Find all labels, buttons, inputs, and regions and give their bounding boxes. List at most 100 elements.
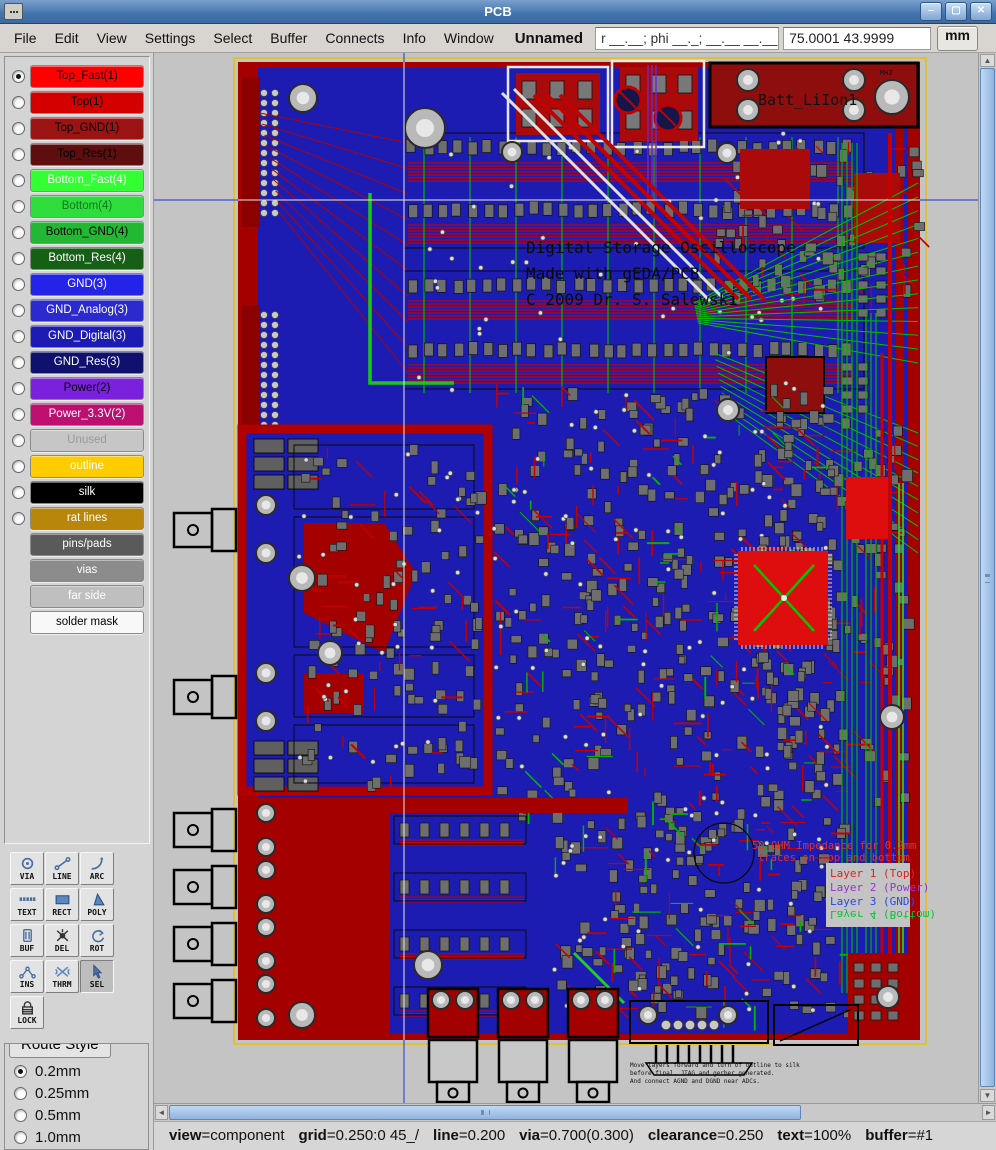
layer-radio[interactable] <box>12 251 25 265</box>
maximize-button[interactable]: ▢ <box>945 2 967 22</box>
tool-button-text[interactable]: TEXT <box>10 888 44 921</box>
layer-button-pins-pads[interactable]: pins/pads <box>30 532 144 556</box>
scroll-left-button[interactable]: ◄ <box>155 1105 168 1120</box>
pcb-shape <box>734 554 738 640</box>
layer-button-top-gnd-1-[interactable]: Top_GND(1) <box>30 116 144 140</box>
layer-button-bottom-gnd-4-[interactable]: Bottom_GND(4) <box>30 220 144 244</box>
layer-button-far-side[interactable]: far side <box>30 584 144 608</box>
route-style-label: 1.0mm <box>35 1128 81 1146</box>
layer-radio[interactable] <box>12 147 25 161</box>
layer-row: pins/pads <box>12 531 144 557</box>
layer-button-gnd-3-[interactable]: GND(3) <box>30 272 144 296</box>
layer-button-unused[interactable]: Unused <box>30 428 144 452</box>
layer-button-silk[interactable]: silk <box>30 480 144 504</box>
pcb-shape <box>718 1005 738 1025</box>
layer-button-power-3-3v-2-[interactable]: Power_3.3V(2) <box>30 402 144 426</box>
layer-radio[interactable] <box>12 199 25 213</box>
tool-button-line[interactable]: LINE <box>45 852 79 885</box>
horizontal-scrollbar[interactable]: ◄ ► <box>154 1103 996 1121</box>
tool-button-sel[interactable]: SEL <box>80 960 114 993</box>
layer-radio[interactable] <box>12 433 25 447</box>
route-style-radio[interactable] <box>14 1130 27 1144</box>
layer-radio[interactable] <box>12 69 25 83</box>
layer-button-solder-mask[interactable]: solder mask <box>30 610 144 634</box>
layer-button-gnd-analog-3-[interactable]: GND_Analog(3) <box>30 298 144 322</box>
menu-window[interactable]: Window <box>443 30 494 47</box>
horizontal-scroll-thumb[interactable] <box>169 1105 801 1120</box>
layer-radio[interactable] <box>12 459 25 473</box>
vertical-scroll-thumb[interactable] <box>980 68 995 1087</box>
scroll-up-button[interactable]: ▲ <box>980 54 995 67</box>
layer-button-bottom-fast-4-[interactable]: Bottom_Fast(4) <box>30 168 144 192</box>
units-button[interactable]: mm <box>937 25 978 51</box>
layer-button-bottom-res-4-[interactable]: Bottom_Res(4) <box>30 246 144 270</box>
pcb-shape <box>447 1087 459 1099</box>
scroll-down-button[interactable]: ▼ <box>980 1089 995 1102</box>
layer-button-top-res-1-[interactable]: Top_Res(1) <box>30 142 144 166</box>
menu-settings[interactable]: Settings <box>144 30 196 47</box>
vertical-scrollbar[interactable]: ▲ ▼ <box>978 53 996 1103</box>
route-style-option[interactable]: 1.0mm <box>14 1126 148 1148</box>
layer-button-outline[interactable]: outline <box>30 454 144 478</box>
close-button[interactable]: ✕ <box>970 2 992 22</box>
pcb-shape <box>654 1045 735 1063</box>
layer-radio[interactable] <box>12 407 25 421</box>
tool-button-del[interactable]: DEL <box>45 924 79 957</box>
tool-button-arc[interactable]: ARC <box>80 852 114 885</box>
tool-button-buf[interactable]: BUF <box>10 924 44 957</box>
tool-button-lock[interactable]: LOCK <box>10 996 44 1029</box>
tool-button-poly[interactable]: POLY <box>80 888 114 921</box>
route-style-button[interactable]: Route Style <box>9 1044 111 1058</box>
route-style-option[interactable]: 0.25mm <box>14 1082 148 1104</box>
route-style-radio[interactable] <box>14 1086 27 1100</box>
layer-radio[interactable] <box>12 329 25 343</box>
layer-radio[interactable] <box>12 121 25 135</box>
menu-file[interactable]: File <box>14 30 37 47</box>
layer-button-power-2-[interactable]: Power(2) <box>30 376 144 400</box>
pcb-shape <box>259 112 409 374</box>
pcb-shape <box>172 811 214 849</box>
pcb-shape: Layer 1 (Top) <box>830 867 916 880</box>
pcb-shape <box>874 79 910 115</box>
tool-button-ins[interactable]: INS <box>10 960 44 993</box>
menu-select[interactable]: Select <box>213 30 253 47</box>
tool-button-rect[interactable]: RECT <box>45 888 79 921</box>
route-style-radio[interactable] <box>14 1108 27 1122</box>
tool-button-via[interactable]: VIA <box>10 852 44 885</box>
layer-button-bottom-4-[interactable]: Bottom(4) <box>30 194 144 218</box>
layer-radio[interactable] <box>12 277 25 291</box>
layer-button-top-1-[interactable]: Top(1) <box>30 90 144 114</box>
route-style-option[interactable]: 0.5mm <box>14 1104 148 1126</box>
title-bar: PCB –▢✕ <box>0 0 996 25</box>
layer-radio[interactable] <box>12 381 25 395</box>
layer-button-rat-lines[interactable]: rat lines <box>30 506 144 530</box>
menu-view[interactable]: View <box>96 30 127 47</box>
layer-radio[interactable] <box>12 511 25 525</box>
route-style-radio[interactable] <box>14 1064 27 1078</box>
menu-buffer[interactable]: Buffer <box>270 30 308 47</box>
layer-radio[interactable] <box>12 355 25 369</box>
layer-radio[interactable] <box>12 173 25 187</box>
pcb-shape <box>736 98 760 122</box>
pcb-shape <box>741 645 823 649</box>
layer-radio[interactable] <box>12 485 25 499</box>
layer-button-vias[interactable]: vias <box>30 558 144 582</box>
layer-button-top-fast-1-[interactable]: Top_Fast(1) <box>30 64 144 88</box>
layer-radio[interactable] <box>12 225 25 239</box>
layer-button-gnd-digital-3-[interactable]: GND_Digital(3) <box>30 324 144 348</box>
minimize-button[interactable]: – <box>920 2 942 22</box>
route-style-option[interactable]: 0.2mm <box>14 1060 148 1082</box>
menu-info[interactable]: Info <box>402 30 426 47</box>
layer-button-gnd-res-3-[interactable]: GND_Res(3) <box>30 350 144 374</box>
menu-edit[interactable]: Edit <box>54 30 79 47</box>
layer-radio[interactable] <box>12 303 25 317</box>
tool-label: VIA <box>19 872 35 881</box>
menu-connects[interactable]: Connects <box>325 30 385 47</box>
tool-button-thrm[interactable]: THRM <box>45 960 79 993</box>
pcb-shape <box>172 511 214 549</box>
layer-radio[interactable] <box>12 95 25 109</box>
tool-button-rot[interactable]: ROT <box>80 924 114 957</box>
scroll-right-button[interactable]: ► <box>982 1105 995 1120</box>
